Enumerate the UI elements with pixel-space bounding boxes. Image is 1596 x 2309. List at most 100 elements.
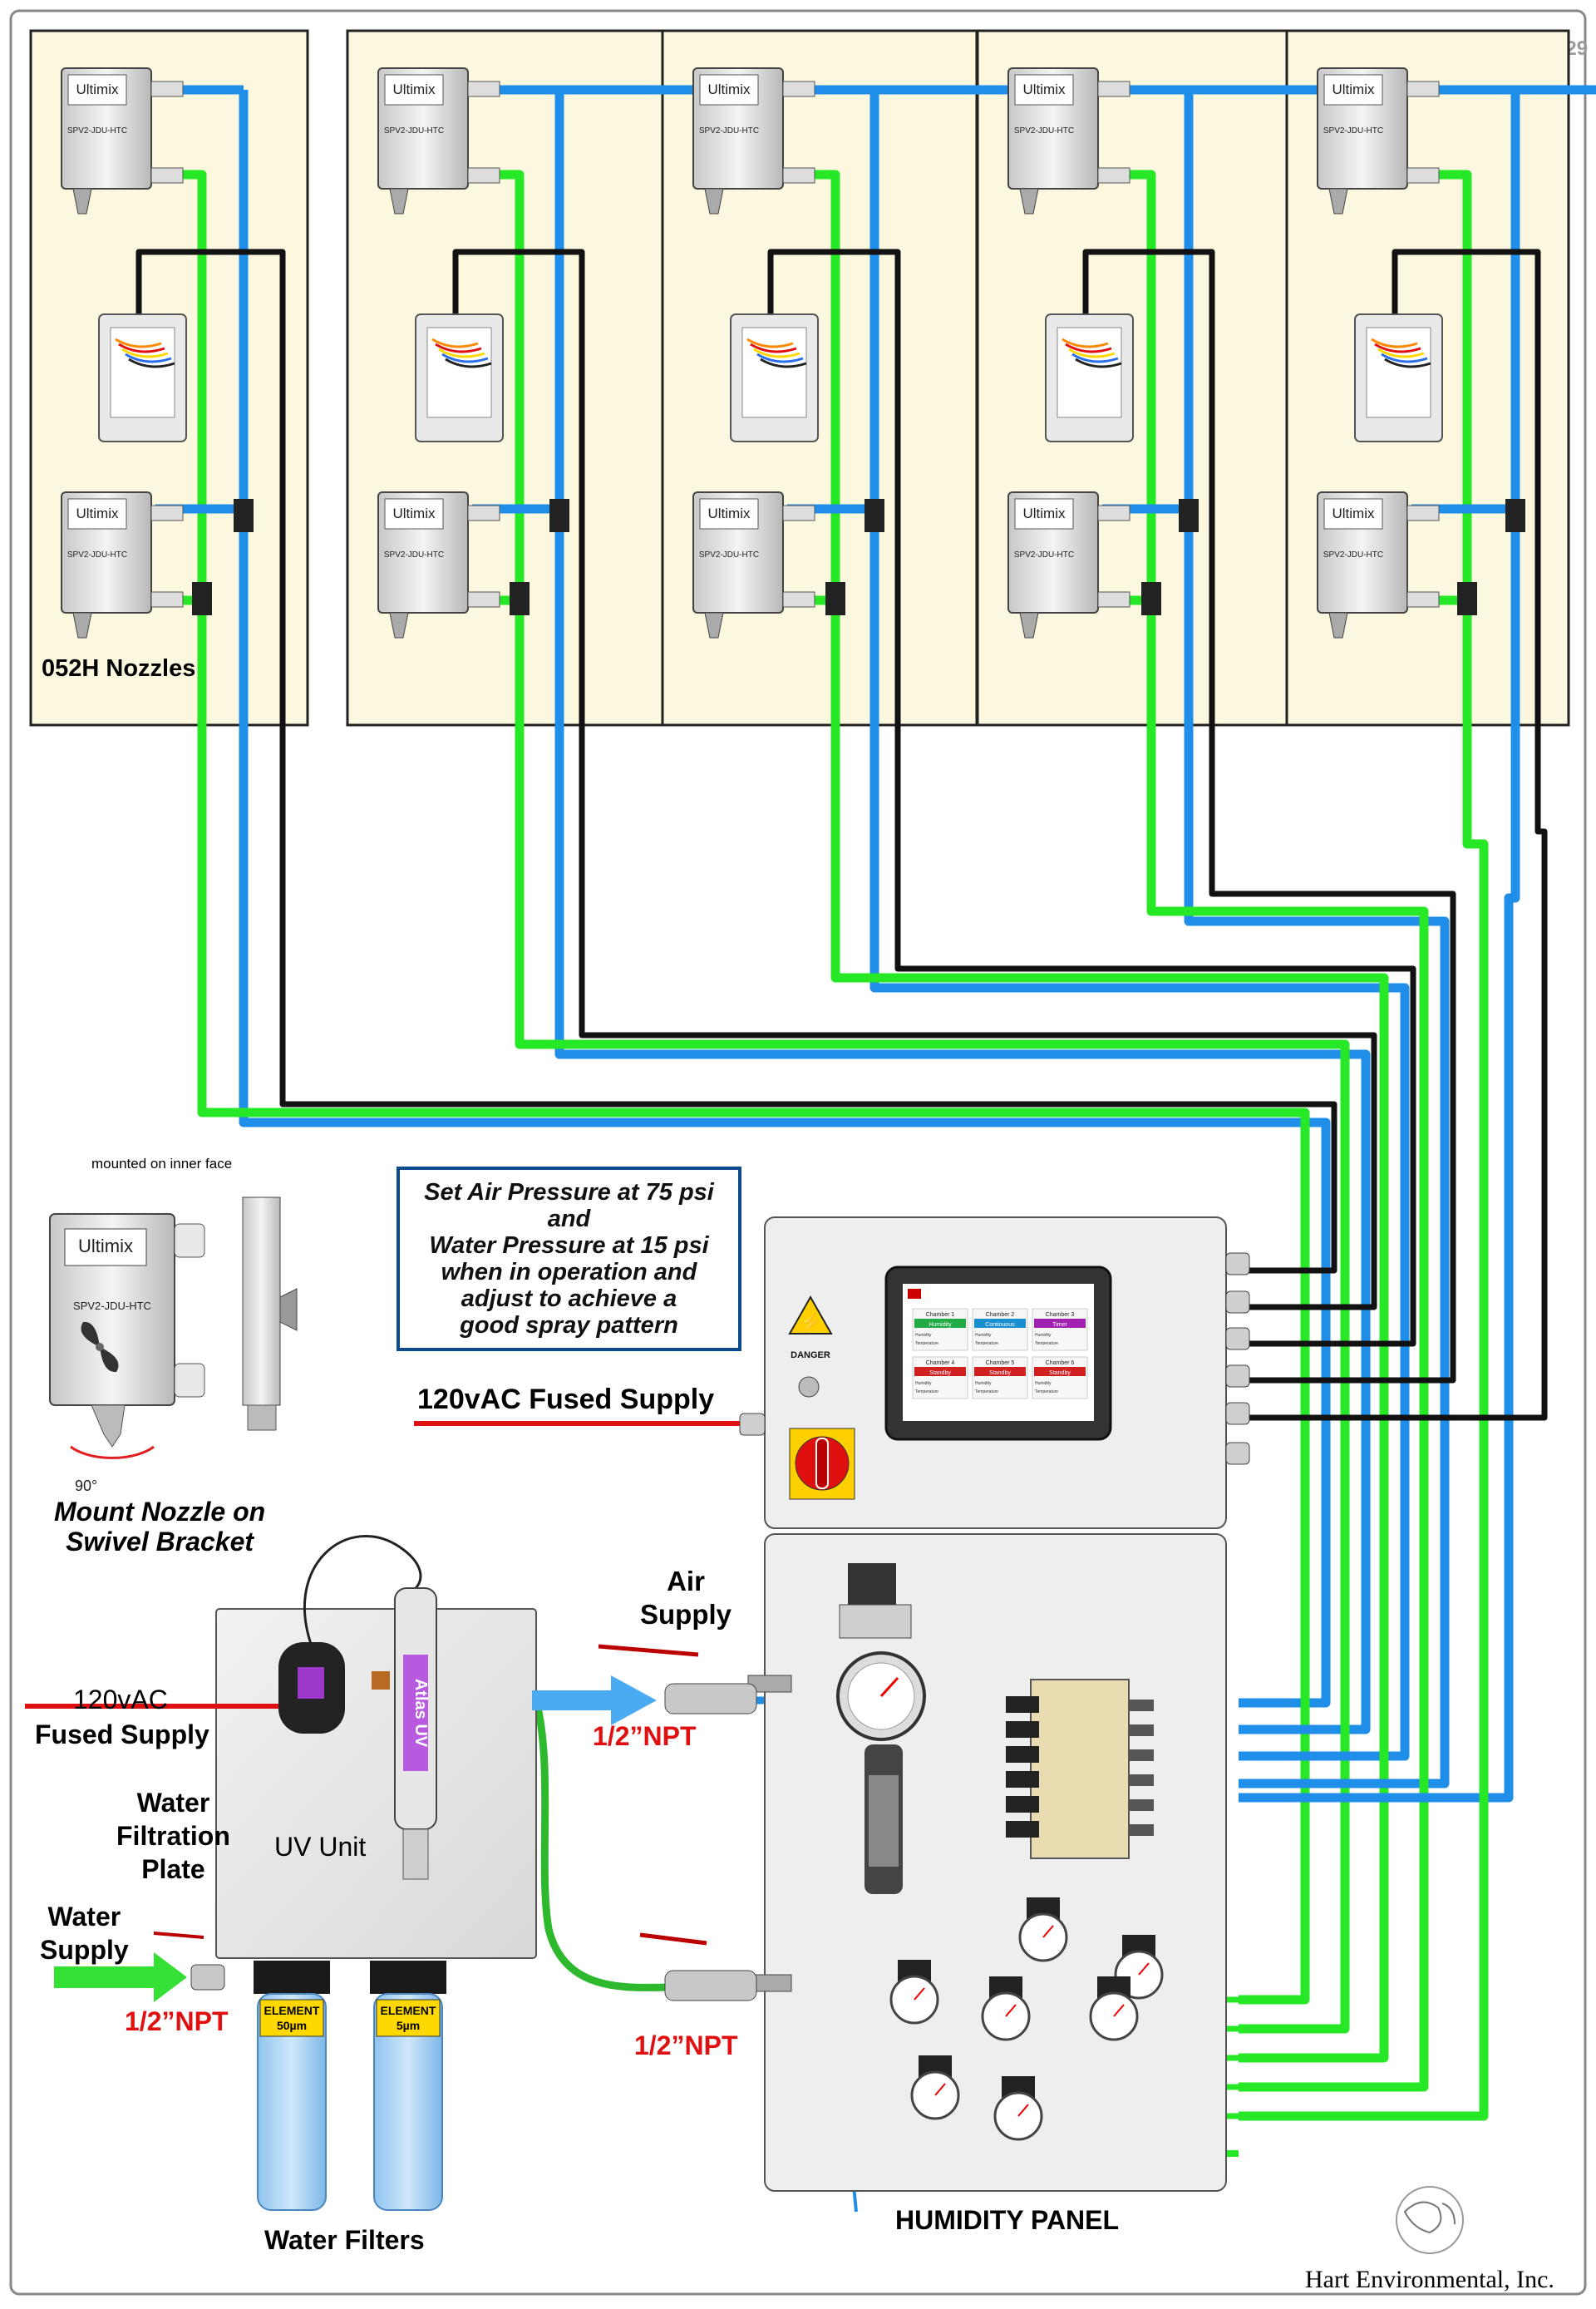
manifold-outlet xyxy=(1129,1799,1154,1811)
nozzle-air-fitting xyxy=(1406,505,1440,521)
junction-wire xyxy=(118,343,165,353)
humidity-panel-label: HUMIDITY PANEL xyxy=(895,2205,1120,2235)
uv-light-indicator xyxy=(372,1671,390,1690)
nozzle-tip xyxy=(704,612,724,639)
hmi-row-label: Temperature xyxy=(975,1389,998,1394)
nozzle-air-fitting xyxy=(782,81,815,97)
hmi-row-label: Temperature xyxy=(1035,1341,1058,1346)
globe-continents xyxy=(1403,2201,1456,2234)
cable-gland xyxy=(1225,1290,1250,1314)
water-filters-label: Water Filters xyxy=(264,2225,425,2255)
nozzle-label-plate xyxy=(699,498,759,530)
zone-3-air-run xyxy=(869,90,1410,1761)
propeller-icon xyxy=(81,1321,119,1373)
rotation-arrow-icon xyxy=(70,1445,155,1459)
nozzle-model-text: SPV2-JDU-HTC xyxy=(699,126,759,136)
zone-2-water-tee xyxy=(510,582,530,615)
zone-2-power-run xyxy=(452,249,1377,1310)
globe-logo-icon xyxy=(1396,2186,1464,2254)
junction-wire xyxy=(1068,348,1116,358)
control-panel: Chamber 1HumidityHumidityTemperatureCham… xyxy=(739,1216,1250,1529)
hmi-chamber-name: Chamber 6 xyxy=(1046,1360,1075,1366)
filter-2-element-label xyxy=(376,1999,441,2037)
nozzle-tip xyxy=(1019,612,1039,639)
hmi-row-label: Humidity xyxy=(915,1381,932,1386)
junction-wire xyxy=(1374,343,1421,353)
water-supply-label: Water Supply xyxy=(40,1902,129,1965)
junction-wire xyxy=(441,353,489,363)
uv-outlet-fitting xyxy=(402,1828,429,1880)
manifold-outlet xyxy=(1129,1749,1154,1761)
hmi-screen xyxy=(903,1284,1094,1421)
hmi-chamber-name: Chamber 4 xyxy=(926,1360,955,1366)
hmi-row-label: Temperature xyxy=(915,1389,938,1394)
hmi-chamber-cell xyxy=(972,1308,1028,1351)
cable-gland xyxy=(1225,1327,1250,1350)
nozzle-model-text: SPV2-JDU-HTC xyxy=(1323,550,1383,560)
nozzle-liq-fitting xyxy=(1097,167,1130,184)
nozzle-air-fitting xyxy=(1406,81,1440,97)
water-ball-valve[interactable] xyxy=(664,1970,757,2001)
nozzle-air-fitting xyxy=(150,505,184,521)
manifold-valve-coil xyxy=(1006,1696,1039,1713)
gauge-needle xyxy=(879,1676,899,1698)
mount-caption: Mount Nozzle on Swivel Bracket xyxy=(54,1497,266,1557)
nozzle-tip xyxy=(72,612,92,639)
uv-ballast-lamp xyxy=(298,1667,324,1699)
junction-wire xyxy=(760,358,807,368)
isolator-switch-handle xyxy=(815,1438,829,1489)
detail-model-text: SPV2-JDU-HTC xyxy=(73,1300,151,1312)
uv-chamber-label xyxy=(403,1655,428,1771)
manifold-valve-coil xyxy=(1006,1721,1039,1738)
hmi-row-label: Temperature xyxy=(1035,1389,1058,1394)
zone-3-water-tee xyxy=(825,582,845,615)
nozzle-liq-fitting xyxy=(1097,591,1130,608)
hmi-chamber-grid: Chamber 1HumidityHumidityTemperatureCham… xyxy=(908,1289,1088,1399)
water-gauge-needle xyxy=(934,2083,946,2096)
zone-2-junction-box xyxy=(415,313,504,442)
hmi-chamber-name: Chamber 3 xyxy=(1046,1312,1075,1318)
filter-2-element-text: ELEMENT xyxy=(381,2004,436,2017)
hmi-chamber-cell xyxy=(912,1356,968,1399)
zone-1-water-run xyxy=(158,170,1310,2005)
hmi-chamber-name: Chamber 5 xyxy=(986,1360,1015,1366)
air-valve-handle xyxy=(598,1644,699,1657)
propeller-hub xyxy=(96,1343,104,1351)
nozzle-tip xyxy=(1019,188,1039,215)
filter-1-head xyxy=(254,1961,330,1994)
hmi-mode-bar xyxy=(914,1367,966,1376)
nozzle-air-fitting xyxy=(782,505,815,521)
junction-wire xyxy=(756,353,804,363)
hmi-row-label: Humidity xyxy=(1035,1381,1052,1386)
inlet-ball-valve[interactable] xyxy=(190,1964,225,1991)
nozzle-tip xyxy=(389,612,409,639)
filter-2-micron-text: 5µm xyxy=(397,2019,420,2032)
junction-wire xyxy=(1075,358,1122,368)
detail-air-elbow xyxy=(174,1223,205,1258)
nozzle-tip xyxy=(389,188,409,215)
junction-wire xyxy=(1384,358,1431,368)
nozzle-liq-fitting xyxy=(150,167,184,184)
regulator-body xyxy=(839,1604,912,1639)
uv-brand-text: Atlas UV xyxy=(411,1679,430,1748)
hmi-mode-bar xyxy=(1034,1367,1086,1376)
zone-2-water-run xyxy=(475,170,1350,2034)
company-name: Hart Environmental, Inc. xyxy=(1305,2266,1554,2293)
nozzle-model-text: SPV2-JDU-HTC xyxy=(384,126,444,136)
filter-2-bowl xyxy=(373,1993,443,2211)
nozzle-model-text: SPV2-JDU-HTC xyxy=(1323,126,1383,136)
zone-5-power-run xyxy=(1239,249,1548,1421)
hmi-row-label: Humidity xyxy=(975,1381,992,1386)
filter-1-bowl xyxy=(257,1993,327,2211)
nozzle-brand-text: Ultimix xyxy=(708,81,751,97)
regulator-knob[interactable] xyxy=(848,1563,896,1605)
junction-wire xyxy=(125,353,172,363)
zone-5-water-run xyxy=(1239,170,1489,2121)
air-ball-valve[interactable] xyxy=(664,1683,757,1714)
panel-fused-supply-label: 120vAC Fused Supply xyxy=(417,1384,715,1415)
nozzle-air-fitting xyxy=(1097,505,1130,521)
